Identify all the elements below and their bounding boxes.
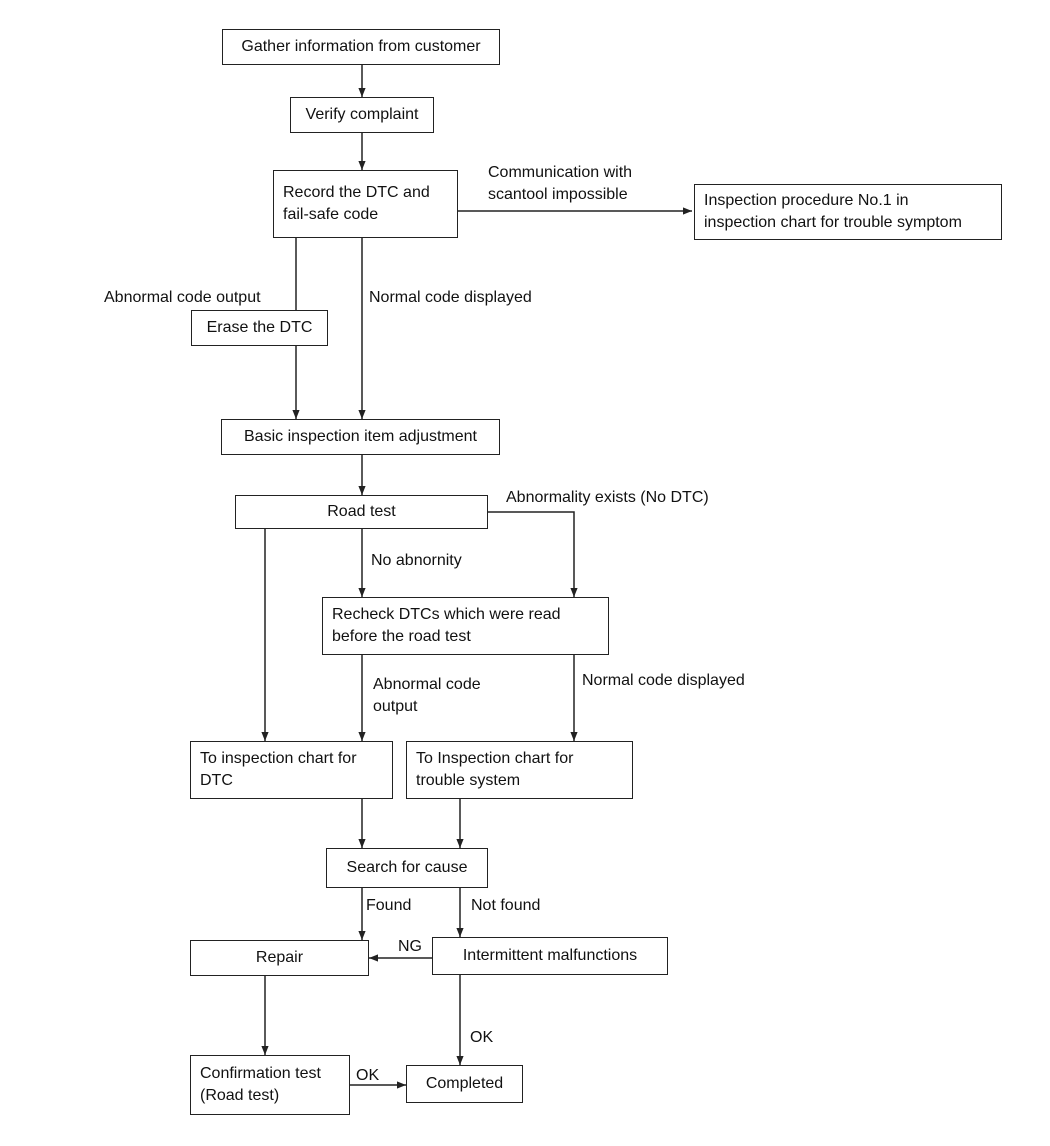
node-search-for-cause: Search for cause	[326, 848, 488, 888]
node-confirmation-test: Confirmation test (Road test)	[190, 1055, 350, 1115]
node-record-dtc: Record the DTC and fail-safe code	[273, 170, 458, 238]
label-communication-impossible: Communication with scantool impossible	[488, 164, 633, 203]
node-gather-information: Gather information from customer	[222, 29, 500, 65]
node-repair: Repair	[190, 940, 369, 976]
label-no-abnormity: No abnornity	[371, 552, 462, 569]
label-abnormality-exists: Abnormality exists (No DTC)	[506, 489, 709, 506]
node-inspection-procedure-no1: Inspection procedure No.1 in inspection …	[694, 184, 1002, 240]
label-normal-code-displayed: Normal code displayed	[369, 289, 532, 306]
edge-roadtest-abnormality	[488, 511, 578, 597]
label-ok-intermittent: OK	[470, 1029, 494, 1046]
node-road-test: Road test	[235, 495, 488, 529]
node-erase-dtc: Erase the DTC	[191, 310, 328, 346]
label-abnormal-code-output-2: Abnormal code output	[373, 676, 481, 715]
label-ng: NG	[398, 938, 422, 955]
node-basic-inspection: Basic inspection item adjustment	[221, 419, 500, 455]
node-completed: Completed	[406, 1065, 523, 1103]
node-intermittent-malfunctions: Intermittent malfunctions	[432, 937, 668, 975]
label-ok-confirmation: OK	[356, 1067, 380, 1084]
node-recheck-dtcs: Recheck DTCs which were read before the …	[322, 597, 609, 655]
label-normal-code-displayed-2: Normal code displayed	[582, 672, 745, 689]
label-not-found: Not found	[471, 897, 541, 914]
label-abnormal-code-output: Abnormal code output	[104, 289, 261, 306]
label-found: Found	[366, 897, 412, 914]
node-verify-complaint: Verify complaint	[290, 97, 434, 133]
node-chart-for-trouble-system: To Inspection chart for trouble system	[406, 741, 633, 799]
node-chart-for-dtc: To inspection chart for DTC	[190, 741, 393, 799]
